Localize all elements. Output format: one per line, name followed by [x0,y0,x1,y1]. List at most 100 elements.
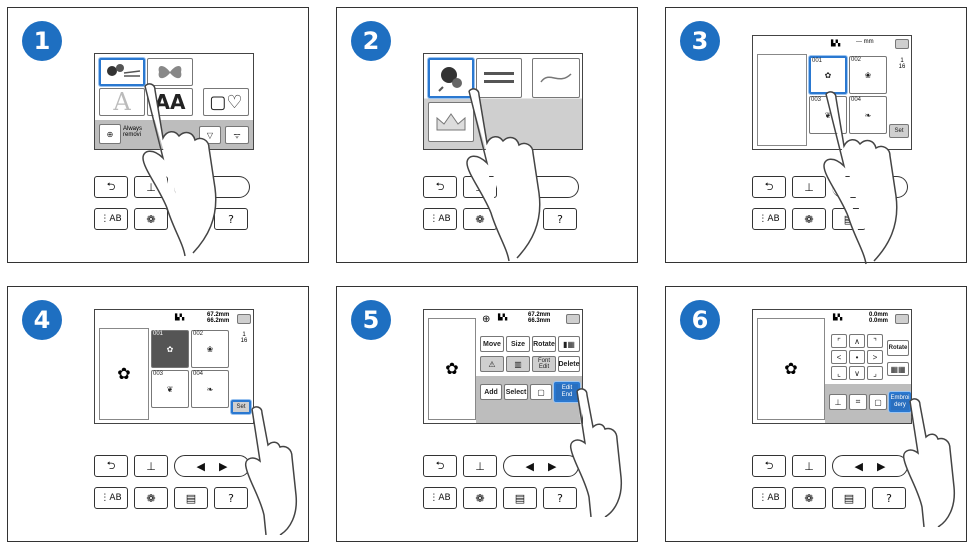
memory-button[interactable]: ⊕ [99,124,121,144]
mirror-button[interactable]: ⚠ [480,356,504,372]
pattern-thumb-004[interactable]: 004❧ [849,96,887,134]
embroidery-start-button[interactable]: Embroi dery [889,392,911,412]
stitch-alphabet-button[interactable]: ⋮AB [423,208,457,230]
embroidery-button[interactable]: ❁ [134,487,168,509]
border-category-button[interactable] [476,58,522,98]
back-button[interactable]: ⮌ [94,176,128,198]
floral-icon [107,64,141,77]
frame-button[interactable]: ▢ [530,384,552,400]
stitch-preview-button[interactable] [566,314,580,324]
back-button[interactable]: ⮌ [94,455,128,477]
crown-category-button[interactable] [428,102,474,142]
machine-buttons-top: ⮌ ⊥ ◀ ▶ [423,455,579,479]
arrow-button-pair[interactable]: ◀ ▶ [503,455,579,477]
needle-button[interactable]: ⊥ [792,176,826,198]
embroidery-button[interactable]: ❁ [463,208,497,230]
stitch-preview-button[interactable] [237,314,251,324]
center-button[interactable]: • [849,350,865,364]
move-up-right-button[interactable]: ⌝ [867,334,883,348]
stitch-alphabet-button[interactable]: ⋮AB [752,487,786,509]
needle-button[interactable]: ⊥ [463,455,497,477]
move-up-left-button[interactable]: ⌜ [831,334,847,348]
font-button[interactable]: AA [147,88,193,116]
move-left-button[interactable]: < [831,350,847,364]
step-badge: 6 [680,300,720,340]
edit-button[interactable]: ▤ [832,487,866,509]
move-down-left-button[interactable]: ⌞ [831,366,847,380]
outline-font-button[interactable]: A [99,88,145,116]
wifi-button[interactable]: ᯤ [225,126,249,144]
manual-button[interactable]: ? [543,487,577,509]
embroidery-button[interactable]: ❁ [134,208,168,230]
color-button[interactable]: ▮▦ [558,336,580,352]
manual-button[interactable]: ? [543,208,577,230]
edit-button[interactable]: ▤ [503,487,537,509]
rotate-button[interactable]: Rotate [532,336,556,352]
embroidery-button[interactable]: ❁ [792,208,826,230]
stitch-alphabet-button[interactable]: ⋮AB [94,487,128,509]
delete-button[interactable]: Delete [558,356,580,372]
set-button[interactable]: Set [889,124,909,138]
move-down-right-button[interactable]: ⌟ [867,366,883,380]
embroidery-button[interactable]: ❁ [792,487,826,509]
color-bar-button[interactable]: ▦▦ [887,362,909,376]
density-button[interactable]: ▥ [506,356,530,372]
butterfly-pattern-button[interactable] [147,58,193,86]
back-button[interactable]: ⮌ [752,176,786,198]
embroidery-button[interactable]: ❁ [463,487,497,509]
edit-button[interactable]: ▤ [832,208,866,230]
pattern-thumb-003[interactable]: 003❦ [151,370,189,408]
rotate-button[interactable]: Rotate [887,340,909,356]
arrow-button-pair[interactable]: ◀ ▶ [174,455,250,477]
machine-buttons-top: ⮌ ⊥ ◀ ▶ [752,455,908,479]
needle-button[interactable]: ⊥ [134,176,168,198]
pattern-thumb-002[interactable]: 002❀ [191,330,229,368]
pattern-thumb-002[interactable]: 002❀ [849,56,887,94]
manual-button[interactable]: ? [214,487,248,509]
floral-pattern-button[interactable] [99,58,145,86]
arrow-button-pair[interactable]: ◀ ▶ [832,455,908,477]
edit-end-button[interactable]: Edit End [554,382,580,402]
floral-category-button[interactable] [428,58,474,98]
pocket-button[interactable]: ▽ [199,126,221,144]
move-up-button[interactable]: ∧ [849,334,865,348]
arrow-button-pair[interactable] [503,176,579,198]
move-down-button[interactable]: ∨ [849,366,865,380]
frame-button[interactable]: ▢ [869,394,887,410]
back-button[interactable]: ⮌ [423,176,457,198]
select-button[interactable]: Select [504,384,528,400]
stitch-preview-button[interactable] [895,314,909,324]
edit-button[interactable]: ▤ [174,487,208,509]
font-edit-button[interactable]: Font Edit [532,356,556,372]
stitch-preview-button[interactable] [895,39,909,49]
step-badge: 3 [680,21,720,61]
trial-button[interactable]: ⌗ [849,394,867,410]
pattern-thumb-003[interactable]: 003❦ [809,96,847,134]
flourish-category-button[interactable] [532,58,580,98]
stitch-alphabet-button[interactable]: ⋮AB [752,208,786,230]
add-button[interactable]: Add [480,384,502,400]
move-right-button[interactable]: > [867,350,883,364]
back-button[interactable]: ⮌ [752,455,786,477]
frame-pattern-button[interactable]: ▢♡ [203,88,249,116]
manual-button[interactable]: ? [214,208,248,230]
stitch-alphabet-button[interactable]: ⋮AB [94,208,128,230]
pattern-thumb-001[interactable]: 001✿ [809,56,847,94]
size-button[interactable]: Size [506,336,530,352]
stitch-alphabet-button[interactable]: ⋮AB [423,487,457,509]
machine-buttons-bottom: ⋮AB ❁ ▤ ? [423,487,577,511]
pattern-thumb-004[interactable]: 004❧ [191,370,229,408]
manual-button[interactable]: ? [872,487,906,509]
needle-button[interactable]: ⊥ [792,455,826,477]
move-button[interactable]: Move [480,336,504,352]
pocket-icon: ▽ [206,130,214,140]
set-button[interactable]: Set [231,400,251,414]
pattern-thumb-001[interactable]: 001✿ [151,330,189,368]
back-button[interactable]: ⮌ [423,455,457,477]
needle-button[interactable]: ⊥ [463,176,497,198]
zoom-icon[interactable]: ⊕ [482,314,491,325]
arrow-button-pair[interactable] [832,176,908,198]
needle-button[interactable]: ⊥ [134,455,168,477]
needle-position-button[interactable]: ⊥ [829,394,847,410]
arrow-button-pair[interactable] [174,176,250,198]
